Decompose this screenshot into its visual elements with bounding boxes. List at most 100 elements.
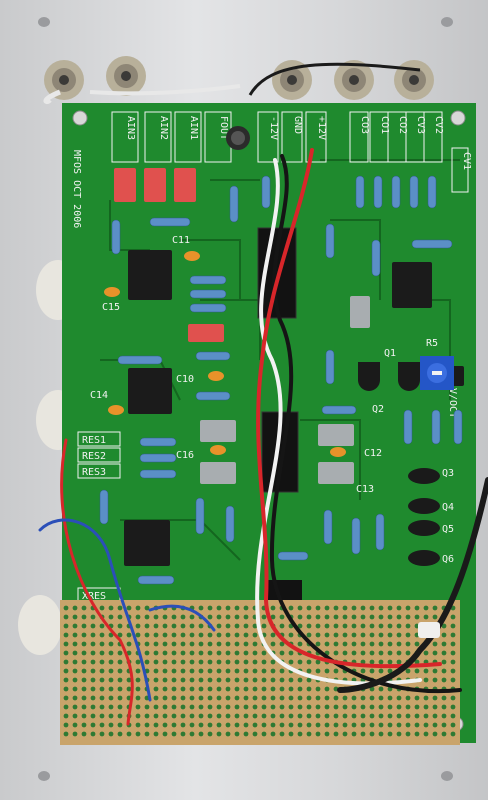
perf-hole	[234, 668, 240, 674]
perf-hole	[297, 641, 303, 647]
perf-hole	[243, 668, 249, 674]
perf-hole	[225, 695, 231, 701]
perf-hole	[306, 731, 312, 737]
perf-hole	[90, 686, 96, 692]
perf-hole	[171, 659, 177, 665]
perf-hole	[225, 650, 231, 656]
perf-hole	[441, 659, 447, 665]
perf-hole	[99, 695, 105, 701]
perf-hole	[243, 677, 249, 683]
perf-hole	[432, 731, 438, 737]
perf-hole	[180, 722, 186, 728]
label-gnd: GND	[292, 116, 303, 134]
perf-hole	[297, 605, 303, 611]
perf-hole	[405, 614, 411, 620]
perf-hole	[441, 713, 447, 719]
perf-hole	[198, 650, 204, 656]
perf-hole	[387, 650, 393, 656]
perf-hole	[342, 641, 348, 647]
perf-hole	[99, 605, 105, 611]
perf-hole	[261, 713, 267, 719]
perf-hole	[252, 659, 258, 665]
perf-hole	[180, 668, 186, 674]
perf-hole	[117, 668, 123, 674]
perf-hole	[90, 677, 96, 683]
perf-hole	[126, 632, 132, 638]
perf-hole	[387, 704, 393, 710]
perf-hole	[153, 632, 159, 638]
perf-hole	[189, 677, 195, 683]
perf-hole	[270, 686, 276, 692]
perf-hole	[261, 677, 267, 683]
perf-hole	[81, 641, 87, 647]
perf-hole	[81, 623, 87, 629]
perf-hole	[162, 731, 168, 737]
perf-hole	[81, 605, 87, 611]
perf-hole	[252, 704, 258, 710]
wires	[38, 148, 488, 726]
perf-hole	[198, 641, 204, 647]
perf-hole	[261, 659, 267, 665]
perf-hole	[63, 704, 69, 710]
perf-hole	[414, 704, 420, 710]
perf-hole	[63, 632, 69, 638]
perf-hole	[99, 650, 105, 656]
trimmer-pot	[420, 356, 454, 390]
perf-hole	[432, 704, 438, 710]
label-fout: FOUT	[218, 116, 229, 140]
perf-hole	[81, 614, 87, 620]
perf-hole	[216, 695, 222, 701]
perf-hole	[207, 668, 213, 674]
label-ain2: AIN2	[158, 116, 169, 140]
label-ain3: AIN3	[125, 116, 136, 140]
perf-hole	[81, 686, 87, 692]
perf-hole	[198, 659, 204, 665]
perf-hole	[144, 731, 150, 737]
perf-hole	[441, 668, 447, 674]
perf-hole	[99, 641, 105, 647]
perf-hole	[450, 722, 456, 728]
perf-hole	[369, 632, 375, 638]
perf-hole	[207, 677, 213, 683]
perf-hole	[270, 695, 276, 701]
perf-hole	[180, 695, 186, 701]
perf-hole	[162, 722, 168, 728]
perf-hole	[405, 695, 411, 701]
perf-hole	[306, 686, 312, 692]
perf-hole	[90, 713, 96, 719]
cable-tie	[418, 622, 440, 638]
perf-hole	[90, 704, 96, 710]
perf-hole	[162, 641, 168, 647]
perf-hole	[90, 695, 96, 701]
perf-hole	[63, 641, 69, 647]
perf-hole	[207, 614, 213, 620]
perf-hole	[279, 650, 285, 656]
perf-hole	[297, 722, 303, 728]
perf-hole	[243, 614, 249, 620]
side-labels: RES1 RES2 RES3 XRES	[82, 435, 106, 602]
perf-hole	[198, 731, 204, 737]
perf-hole	[423, 704, 429, 710]
perf-hole	[243, 650, 249, 656]
perf-hole	[450, 641, 456, 647]
perf-hole	[270, 632, 276, 638]
perf-hole	[171, 686, 177, 692]
perf-hole	[153, 704, 159, 710]
perf-hole	[306, 722, 312, 728]
perf-hole	[252, 641, 258, 647]
perf-hole	[360, 731, 366, 737]
perf-hole	[297, 704, 303, 710]
perf-hole	[414, 713, 420, 719]
perf-hole	[324, 641, 330, 647]
label-c16: C16	[176, 450, 194, 461]
label-cv2: CV2	[433, 116, 444, 134]
perf-hole	[216, 677, 222, 683]
perf-hole	[135, 686, 141, 692]
perfboard-holes	[63, 605, 456, 737]
perf-hole	[414, 695, 420, 701]
perf-hole	[117, 650, 123, 656]
perf-hole	[99, 722, 105, 728]
perf-hole	[288, 722, 294, 728]
perf-hole	[189, 686, 195, 692]
perf-hole	[351, 623, 357, 629]
